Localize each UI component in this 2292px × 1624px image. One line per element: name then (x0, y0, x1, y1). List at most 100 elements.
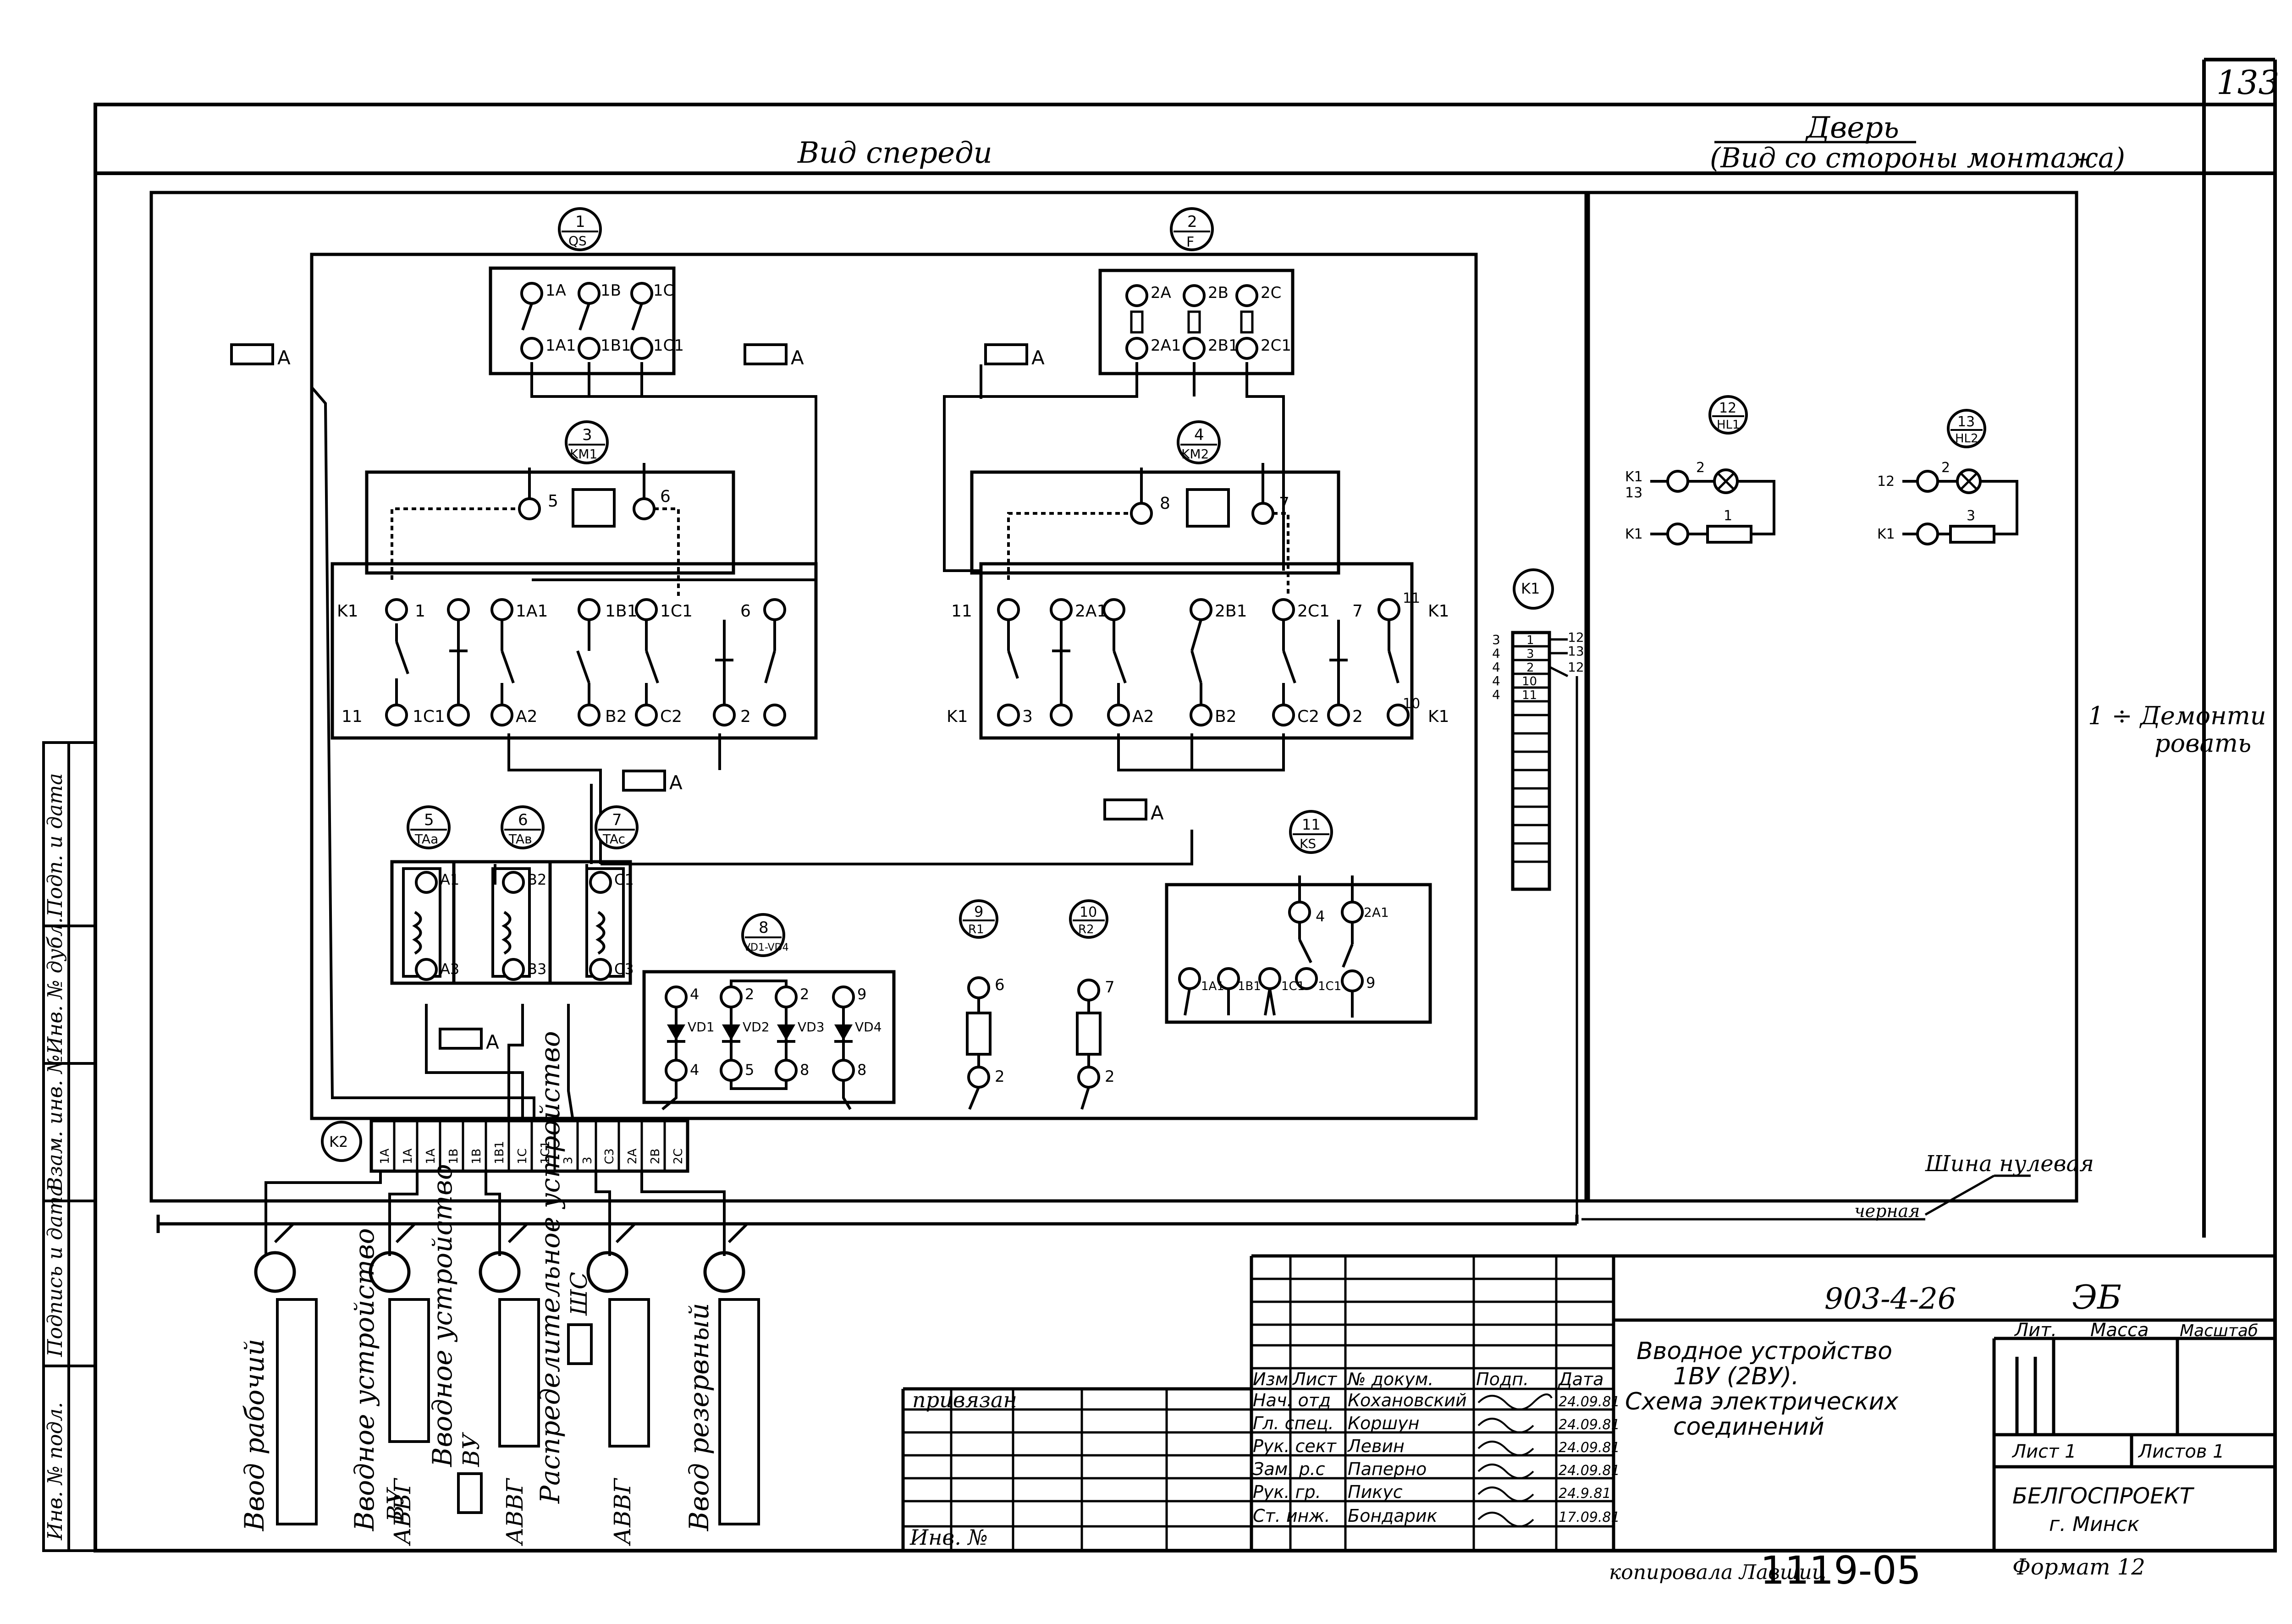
svg-text:VD4: VD4 (855, 1019, 882, 1035)
sig-date-5: 17.09.81 (1559, 1509, 1620, 1525)
svg-text:A: A (1151, 802, 1164, 824)
svg-text:АВВГ: АВВГ (389, 1478, 416, 1546)
neutral-bus (156, 1215, 1579, 1233)
svg-text:2: 2 (1352, 707, 1363, 726)
svg-text:B3: B3 (527, 960, 546, 978)
sig-name-2: Левин (1347, 1436, 1405, 1456)
svg-text:ВУ: ВУ (382, 1486, 409, 1522)
svg-text:1B1: 1B1 (601, 336, 631, 355)
sig-date-2: 24.09.81 (1559, 1440, 1620, 1456)
svg-text:A: A (1031, 347, 1045, 369)
title-block-right: Лит. Масса Масштаб Лист 1 Листов 1 БЕЛГО… (2011, 1320, 2258, 1536)
svg-text:HL1: HL1 (1717, 418, 1740, 432)
svg-text:1A1: 1A1 (516, 602, 548, 621)
svg-text:7: 7 (1105, 978, 1115, 996)
dismount-note-line1: 1 ÷ Демонти (2088, 701, 2266, 730)
svg-text:9: 9 (1366, 974, 1375, 991)
svg-text:10: 10 (1522, 675, 1537, 688)
svg-text:1A: 1A (424, 1148, 438, 1164)
svg-text:C3: C3 (603, 1148, 617, 1164)
svg-text:R1: R1 (968, 923, 984, 936)
marker-vd: 8 VD1-VD4 (741, 913, 789, 957)
bus-label: Шина нулевая (1925, 1151, 2094, 1177)
svg-text:Лит.: Лит. (2014, 1320, 2057, 1341)
title-block-headers: Изм Лист № докум. Подп. Дата (1253, 1369, 1603, 1389)
svg-text:1: 1 (1724, 508, 1732, 524)
dismount-note-line2: ровать (2154, 729, 2251, 758)
svg-text:1B1: 1B1 (493, 1141, 507, 1164)
svg-text:TAc: TAc (602, 831, 625, 847)
svg-text:3: 3 (582, 426, 592, 444)
svg-text:TAв: TAв (508, 831, 532, 847)
sig-role-4: Рук. гр. (1253, 1482, 1321, 1502)
format-label: Формат 12 (2012, 1554, 2145, 1580)
km1-contactor: 5 6 K1 1 1A1 1B1 1C1 6 11 1C1 A2 B2 C2 2 (331, 463, 818, 740)
marker-km2: 4 KM2 (1177, 420, 1221, 464)
sheet-frame (94, 58, 2277, 1552)
svg-text:2A1: 2A1 (1151, 336, 1181, 355)
sig-name-1: Коршун (1348, 1413, 1419, 1433)
svg-text:VD1: VD1 (688, 1019, 715, 1035)
svg-text:4: 4 (1492, 687, 1500, 702)
svg-text:8: 8 (759, 919, 769, 937)
qs-switch-box: 1A 1B 1C 1A1 1B1 1C1 (489, 266, 684, 375)
svg-text:ВУ: ВУ (458, 1431, 485, 1467)
bus-leader (1924, 1174, 1995, 1216)
inv-no-label: Инв. № (909, 1525, 988, 1550)
diode-block: VD1 VD2 VD3 VD4 4 2 2 9 4 5 8 8 (642, 970, 896, 1111)
sig-role-3: Зам. р.с (1253, 1459, 1325, 1479)
svg-text:12: 12 (1877, 473, 1895, 490)
svg-text:5: 5 (745, 1061, 754, 1079)
ks-relay: 1A1 1B1 1C1 1C1 2A1 4 9 (1165, 875, 1432, 1024)
svg-text:Распределительное устройство: Распределительное устройство (534, 1031, 566, 1504)
svg-text:A: A (791, 347, 804, 369)
svg-text:VD3: VD3 (798, 1019, 825, 1035)
svg-text:K1: K1 (1428, 707, 1449, 726)
sheet-code: ЭБ (2072, 1278, 2121, 1316)
svg-text:г. Минск: г. Минск (2049, 1513, 2140, 1536)
svg-text:Лист 1: Лист 1 (2011, 1441, 2077, 1462)
svg-text:1C: 1C (516, 1148, 529, 1164)
svg-text:13: 13 (1625, 485, 1642, 501)
marker-f: 2 F (1170, 207, 1214, 251)
svg-text:2C: 2C (672, 1148, 685, 1164)
svg-text:12: 12 (1719, 400, 1736, 416)
svg-text:1B: 1B (470, 1149, 484, 1164)
svg-text:АВВГ: АВВГ (609, 1478, 636, 1546)
svg-text:8: 8 (1160, 494, 1170, 513)
marker-k2: K2 (321, 1121, 362, 1162)
svg-text:3: 3 (581, 1156, 595, 1164)
svg-text:1B1: 1B1 (605, 602, 638, 621)
svg-text:4: 4 (1316, 908, 1325, 925)
svg-text:A: A (486, 1031, 499, 1053)
svg-text:K1: K1 (1625, 526, 1643, 542)
km2-contactor: 8 7 11 2A1 2B1 2C1 7 11 K1 K1 3 A2 B2 C2… (947, 463, 1449, 740)
wire-label: черная (1854, 1201, 1920, 1221)
marker-r1: 9 R1 (959, 899, 998, 939)
svg-text:2: 2 (1187, 213, 1197, 231)
svg-text:10: 10 (1080, 904, 1097, 920)
svg-text:Масштаб: Масштаб (2180, 1321, 2258, 1340)
svg-text:KS: KS (1300, 836, 1316, 851)
svg-text:4: 4 (1492, 673, 1500, 688)
svg-text:3: 3 (562, 1156, 575, 1164)
sig-name-3: Паперно (1348, 1459, 1427, 1479)
copy-number: 1119-05 (1760, 1548, 1921, 1593)
k2-terminal-strip: 1A 1A 1A 1B 1B 1B1 1C 1C1 3 3 C3 2A 2B 2… (369, 1119, 689, 1173)
svg-text:9: 9 (857, 985, 866, 1003)
svg-text:2: 2 (1696, 460, 1705, 476)
marker-km1: 3 KM1 (565, 420, 609, 464)
resistor-r1: 6 2 (966, 976, 1005, 1110)
svg-text:Масса: Масса (2090, 1320, 2149, 1341)
svg-text:7: 7 (1279, 494, 1289, 513)
svg-text:1: 1 (1526, 633, 1534, 647)
marker-qs: 1 QS (558, 207, 602, 251)
svg-text:13: 13 (1568, 644, 1584, 659)
svg-text:4: 4 (690, 1061, 699, 1079)
svg-text:2: 2 (740, 707, 751, 726)
svg-text:K1: K1 (1521, 580, 1540, 597)
sig-date-3: 24.09.81 (1559, 1463, 1620, 1479)
svg-text:7: 7 (612, 811, 622, 829)
svg-text:Подп.: Подп. (1476, 1369, 1529, 1389)
svg-text:VD2: VD2 (743, 1019, 770, 1035)
